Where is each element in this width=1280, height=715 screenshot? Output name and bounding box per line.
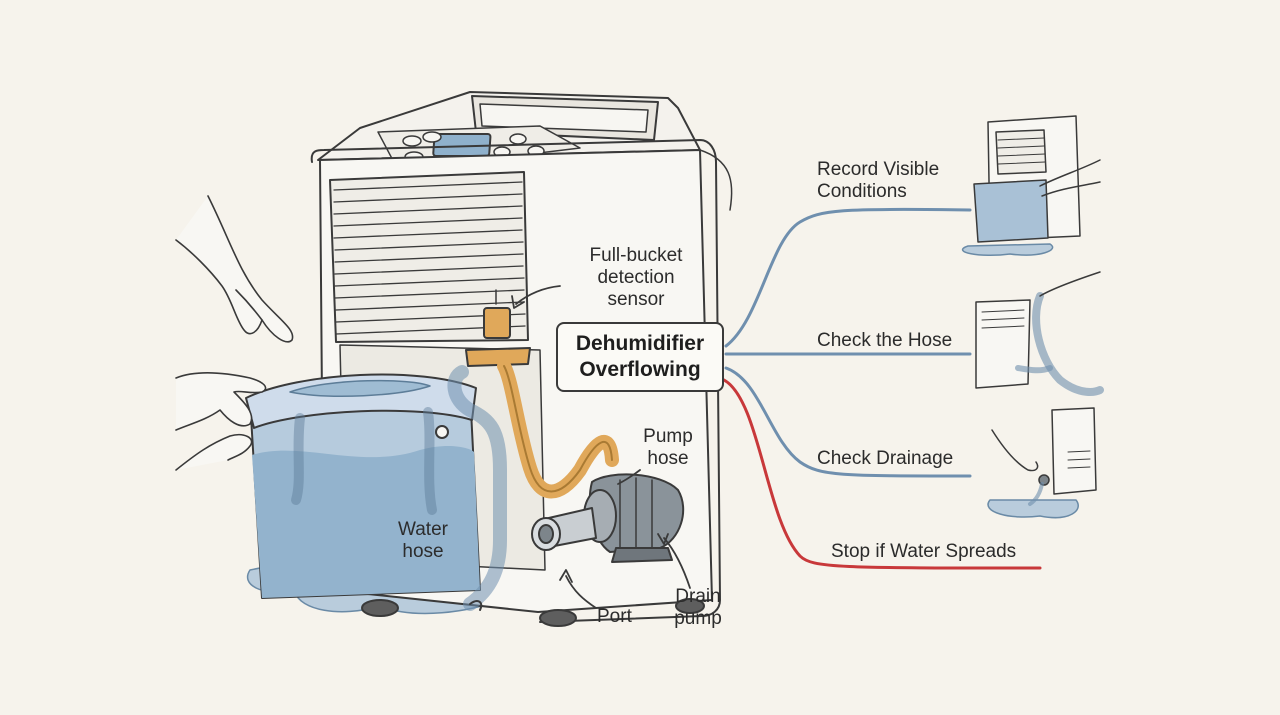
step-check-the-hose: Check the Hose bbox=[817, 330, 953, 351]
label-line: hose bbox=[402, 541, 444, 562]
hand-icon bbox=[175, 195, 294, 471]
drain-pump-pointer-arrow bbox=[663, 537, 691, 589]
drain-pump-icon bbox=[531, 473, 685, 563]
label-line: detection bbox=[597, 267, 675, 288]
label-water-hose: Water hose bbox=[382, 519, 464, 563]
step-stop-if-water-spreads: Stop if Water Spreads bbox=[831, 541, 1017, 562]
label-line: Pump bbox=[643, 426, 693, 447]
orange-pump-hose-icon bbox=[465, 289, 619, 499]
label-line: pump bbox=[674, 608, 722, 629]
label-line: hose bbox=[647, 448, 689, 469]
label-drain-pump: Drain pump bbox=[660, 586, 736, 630]
mini-unit-bucket-icon bbox=[961, 115, 1101, 257]
label-line: Full-bucket bbox=[589, 245, 683, 266]
step-check-drainage: Check Drainage bbox=[817, 448, 954, 469]
label-line: Drain bbox=[675, 586, 721, 607]
mini-hose-icon bbox=[975, 271, 1104, 396]
pump-hose-pointer-arrow bbox=[617, 469, 641, 485]
diagram-title-box: Dehumidifier Overflowing bbox=[556, 322, 724, 392]
step-label-line: Conditions bbox=[817, 181, 907, 202]
label-pump-hose: Pump hose bbox=[630, 426, 706, 470]
label-line: Water bbox=[398, 519, 448, 540]
label-port: Port bbox=[597, 606, 632, 627]
sensor-pointer-arrow bbox=[515, 285, 561, 305]
water-bucket-icon bbox=[245, 373, 481, 599]
grey-water-hose-icon bbox=[447, 365, 507, 611]
diagram-title-line-2: Overflowing bbox=[579, 358, 701, 381]
label-line: sensor bbox=[607, 289, 665, 310]
label-full-bucket-sensor: Full-bucket detection sensor bbox=[566, 245, 706, 311]
branch-line-drainage bbox=[724, 366, 972, 478]
port-pointer-arrow bbox=[565, 575, 597, 609]
step-label-line: Record Visible bbox=[817, 159, 940, 180]
mini-drainage-icon bbox=[987, 407, 1097, 519]
diagram-title-line-1: Dehumidifier bbox=[575, 332, 705, 355]
branch-line-record bbox=[724, 207, 972, 348]
step-record-visible-conditions: Record Visible Conditions bbox=[817, 159, 939, 203]
branch-line-stop bbox=[722, 378, 1042, 570]
